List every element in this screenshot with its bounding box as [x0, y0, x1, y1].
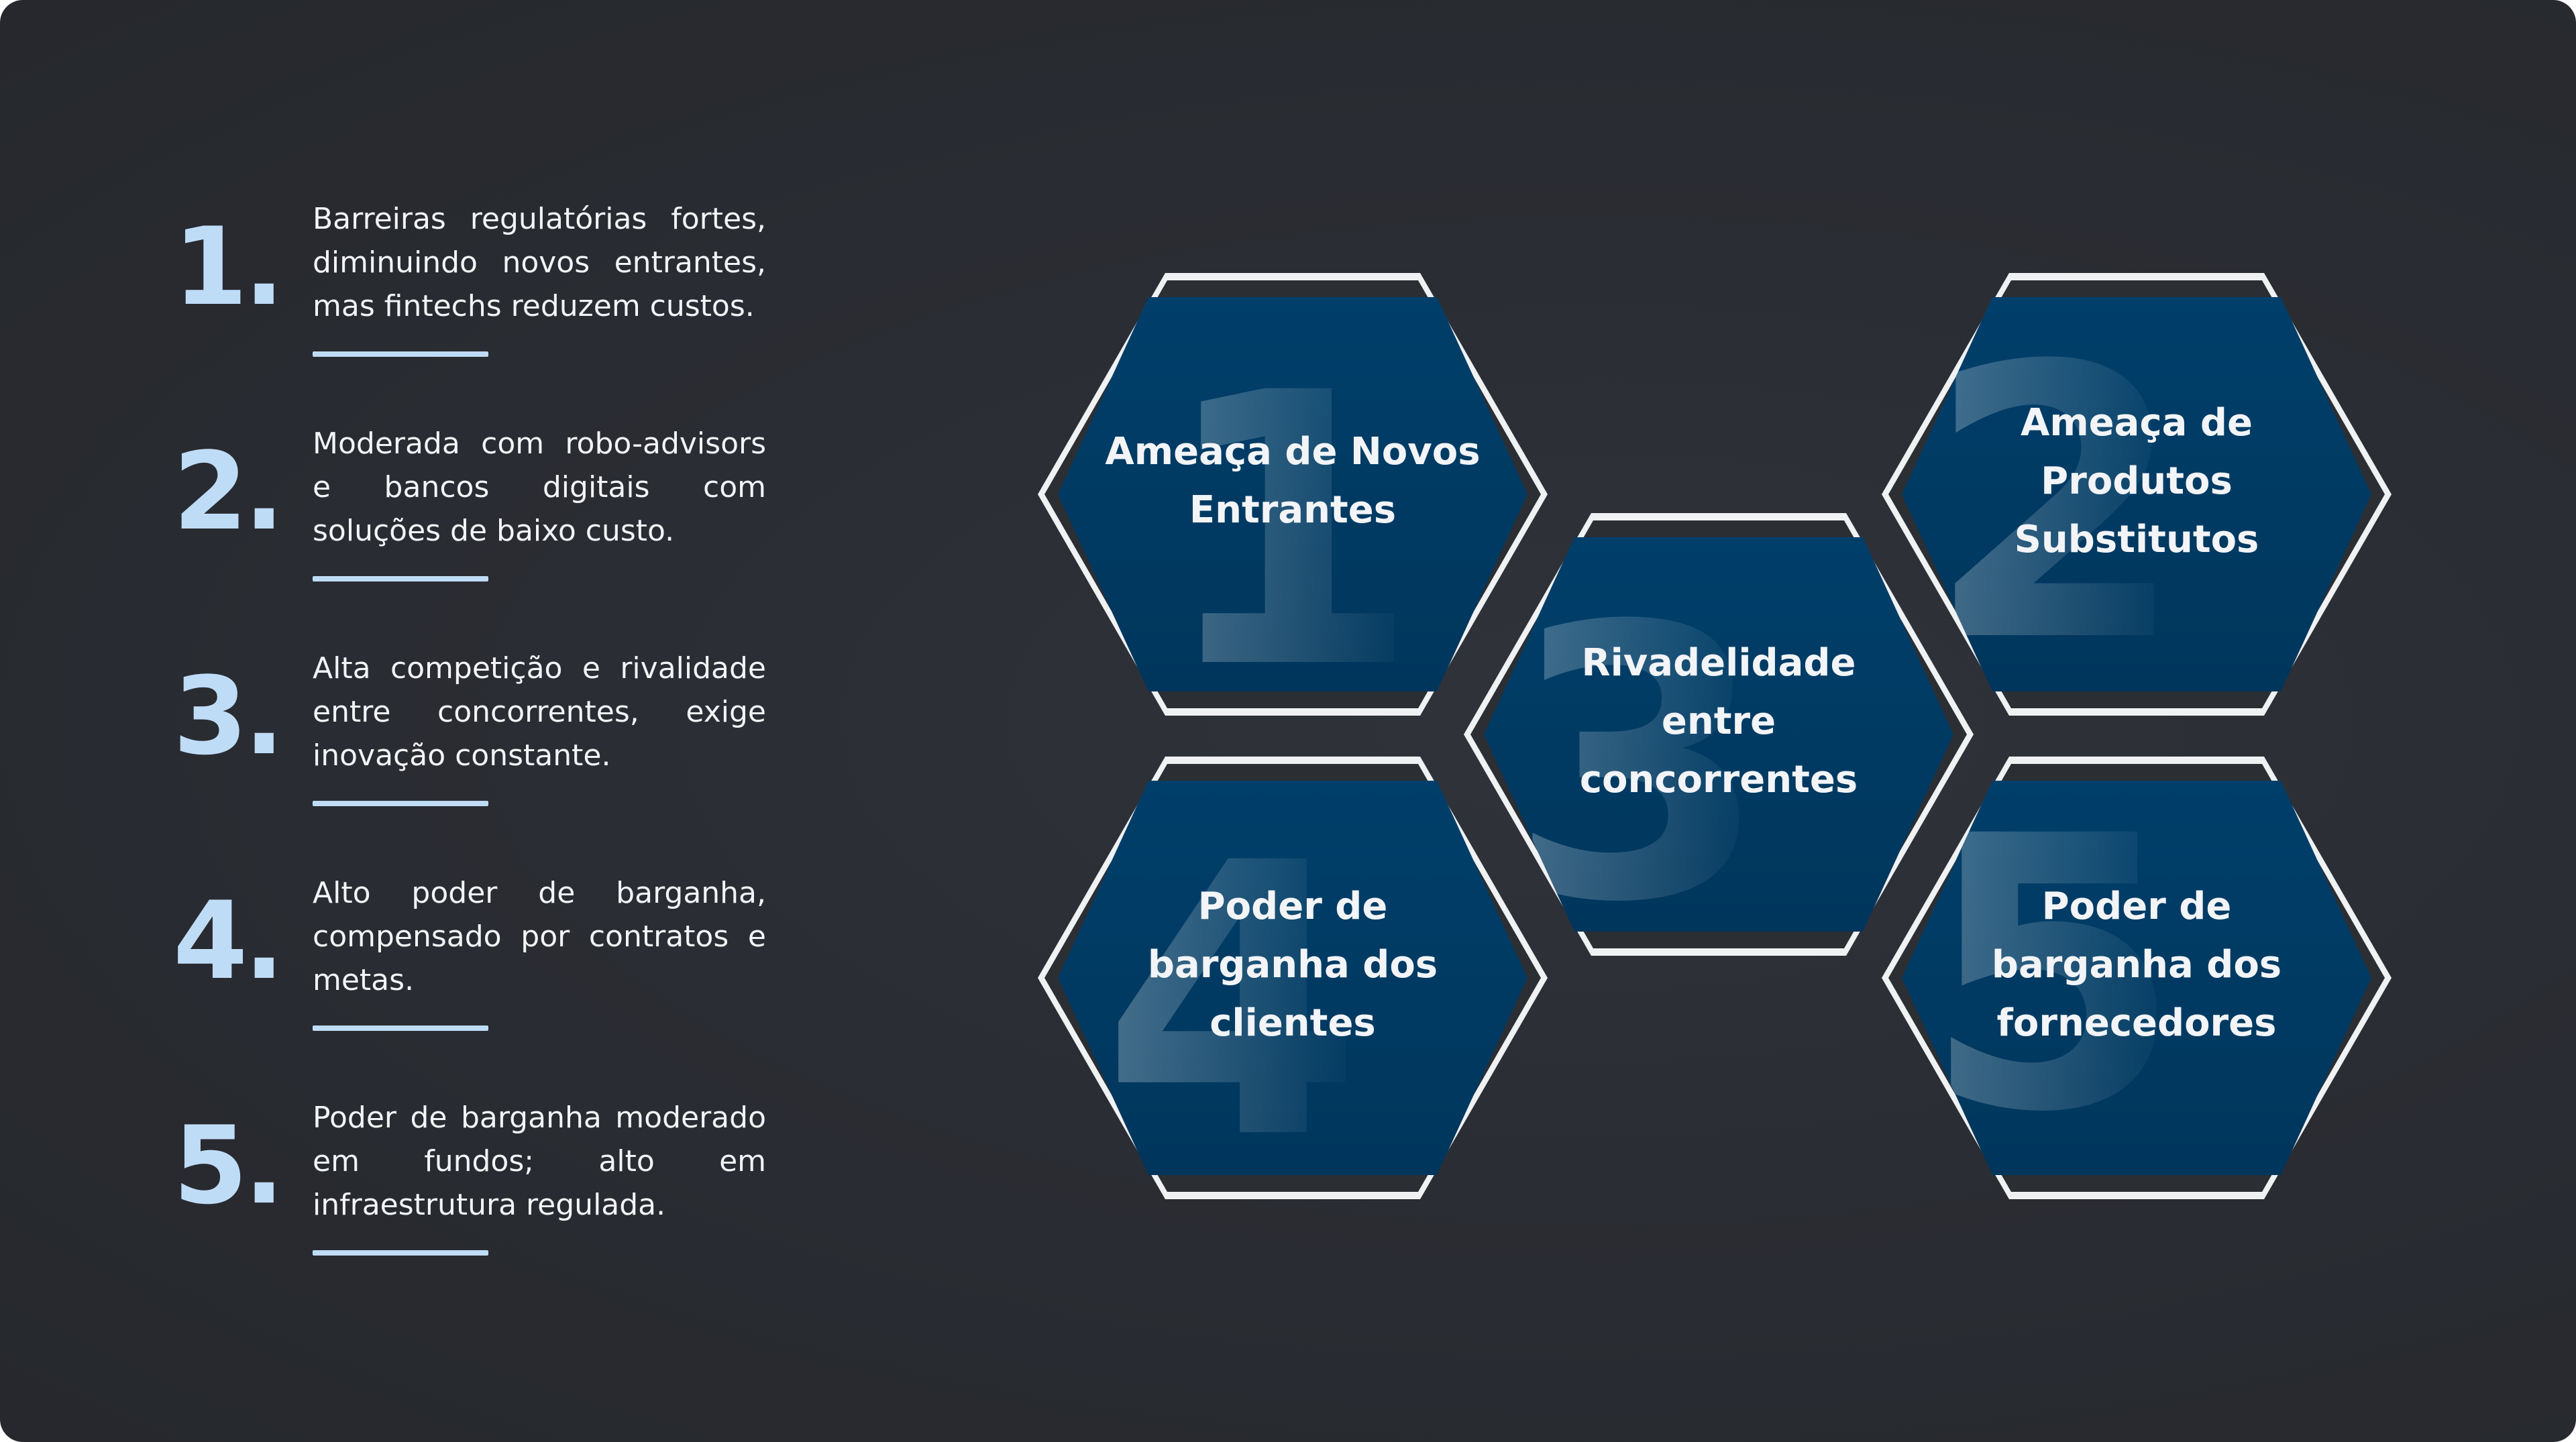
hexagon-suppliers: 5 Poder de barganha dos fornecedores [1882, 757, 2392, 1199]
divider [313, 576, 488, 581]
hexagon-shape: 4 [1038, 757, 1548, 1199]
divider [313, 801, 488, 806]
list-item-5: 5. Poder de barganha moderado em fundos;… [173, 1099, 777, 1300]
hexagon-shape: 5 [1882, 757, 2392, 1199]
hexagon-title: Ameaça de Produtos Substitutos [2014, 400, 2259, 561]
list-item-2: 2. Moderada com robo-advisors e bancos d… [173, 425, 777, 626]
watermark-digit: 4 [1102, 784, 1363, 1221]
list-item-4: 4. Alto poder de barganha, compensado po… [173, 874, 777, 1075]
list-item-3: 3. Alta competição e rivalidade entre co… [173, 649, 777, 850]
hexagon-title: Ameaça de Novos Entrantes [1105, 430, 1481, 532]
hexagon-shape: 1 [1038, 273, 1548, 716]
hexagon-substitutes: 2 Ameaça de Produtos Substitutos [1882, 273, 2392, 716]
divider [313, 1025, 488, 1031]
hexagon-new-entrants: 1 Ameaça de Novos Entrantes [1038, 273, 1548, 716]
watermark-digit: 1 [1159, 314, 1420, 751]
list-text: Alta competição e rivalidade entre conco… [313, 651, 766, 773]
watermark-digit: 5 [1922, 757, 2184, 1195]
list-text: Barreiras regulatórias fortes, diminuind… [313, 202, 766, 323]
hexagon-title: Rivadelidade entre concorrentes [1579, 641, 1858, 801]
watermark-digit: 3 [1507, 547, 1769, 985]
watermark-digit: 2 [1925, 287, 2187, 724]
hexagon-rivalry: 3 Rivadelidade entre concorrentes [1464, 513, 1974, 956]
divider [313, 351, 488, 357]
hexagon-customers: 4 Poder de barganha dos clientes [1038, 757, 1548, 1199]
hexagon-title: Poder de barganha dos clientes [1147, 884, 1438, 1045]
hexagon-title: Poder de barganha dos fornecedores [1991, 884, 2282, 1045]
hexagon-shape: 3 [1464, 513, 1974, 956]
list-text: Moderada com robo-advisors e bancos digi… [313, 427, 766, 548]
list-number: 1. [173, 204, 284, 329]
divider [313, 1250, 488, 1256]
list-number: 4. [173, 878, 284, 1003]
list-item-1: 1. Barreiras regulatórias fortes, diminu… [173, 200, 777, 401]
hexagon-shape: 2 [1882, 273, 2392, 716]
list-number: 5. [173, 1103, 284, 1228]
list-text: Alto poder de barganha, compensado por c… [313, 876, 766, 997]
list-number: 3. [173, 653, 284, 779]
list-text: Poder de barganha moderado em fundos; al… [313, 1101, 766, 1222]
list-number: 2. [173, 429, 284, 554]
